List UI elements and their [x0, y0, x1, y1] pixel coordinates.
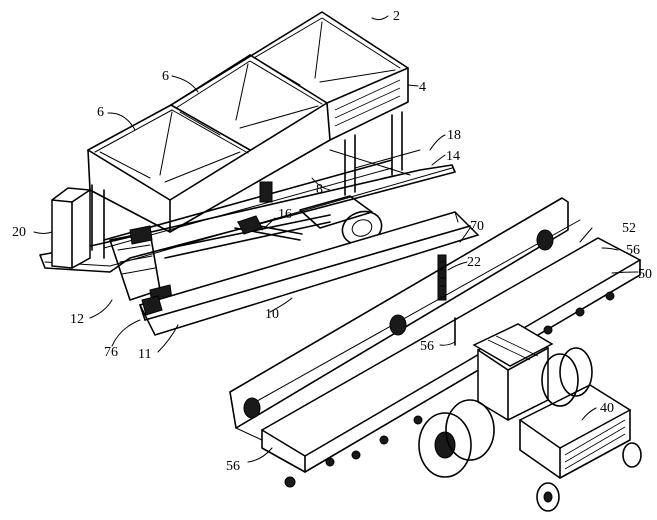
label-56-middle: 56 — [420, 339, 434, 354]
label-6-left: 6 — [97, 105, 104, 120]
spout — [437, 254, 447, 301]
label-4: 4 — [419, 80, 426, 95]
discharge-chute — [109, 225, 173, 306]
label-18: 18 — [447, 128, 461, 143]
label-11: 11 — [138, 347, 151, 362]
hopper-bins — [87, 11, 409, 233]
label-20: 20 — [12, 225, 26, 240]
label-22: 22 — [467, 255, 481, 270]
label-14: 14 — [446, 149, 460, 164]
receiving-conveyor — [229, 197, 642, 488]
label-10: 10 — [265, 307, 279, 322]
label-50: 50 — [638, 267, 652, 282]
label-76: 76 — [104, 345, 118, 360]
label-2: 2 — [393, 9, 400, 24]
label-70: 70 — [470, 219, 484, 234]
label-12: 12 — [70, 312, 84, 327]
reference-numerals: 2 4 6 6 8 10 11 12 14 16 18 20 22 40 50 … — [12, 9, 652, 474]
hopper-frame — [91, 111, 421, 259]
tractor — [418, 323, 642, 512]
label-56-top: 56 — [626, 243, 640, 258]
leader-lines — [33, 15, 639, 463]
label-16: 16 — [278, 207, 292, 222]
drive-linkage — [159, 181, 331, 259]
feed-conveyor — [138, 211, 480, 336]
label-8: 8 — [316, 182, 323, 197]
label-40: 40 — [600, 401, 614, 416]
label-56-bottom: 56 — [226, 459, 240, 474]
control-box — [51, 187, 91, 269]
label-6-center: 6 — [162, 69, 169, 84]
label-52: 52 — [622, 221, 636, 236]
